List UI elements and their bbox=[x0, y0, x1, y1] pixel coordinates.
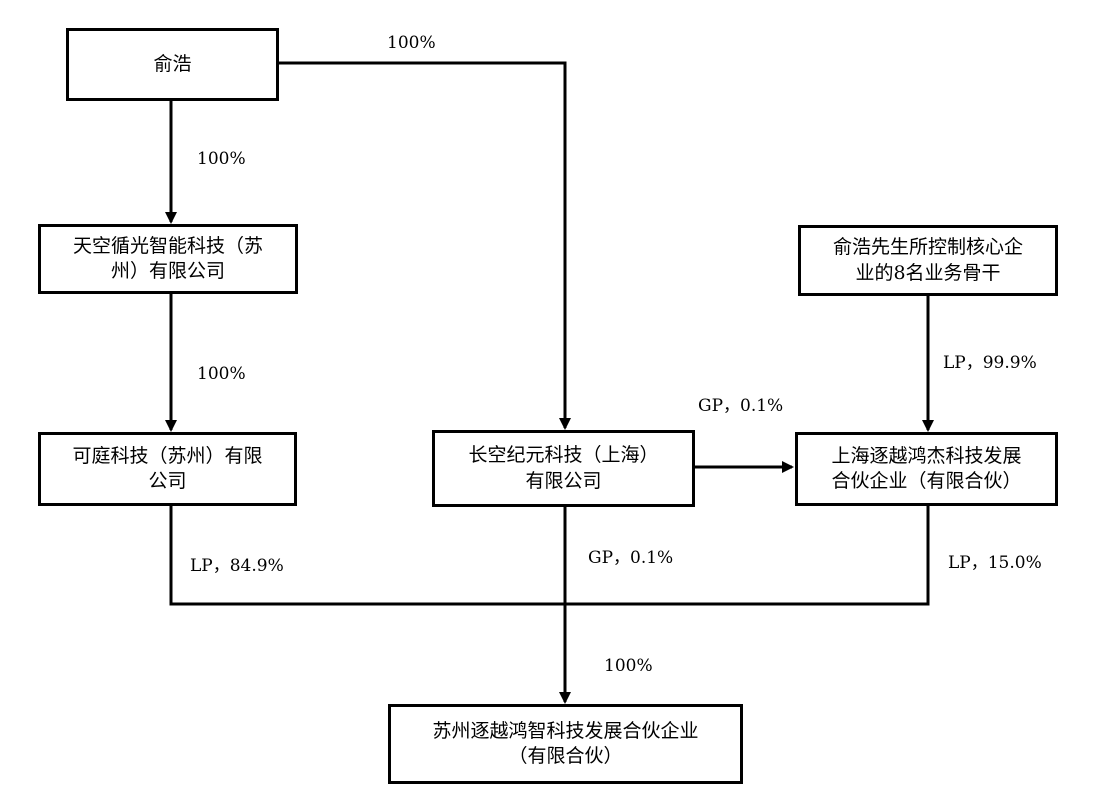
node-shanghai-zhuyue-label: 上海逐越鸿杰科技发展 合伙企业（有限合伙） bbox=[831, 444, 1022, 492]
edge-label-changkong-to-shanghai: GP，0.1% bbox=[698, 396, 784, 416]
node-yu-hao: 俞浩 bbox=[66, 28, 279, 101]
node-keting-label: 可庭科技（苏州）有限 公司 bbox=[72, 444, 263, 492]
edge-label-tiankong-to-keting: 100% bbox=[197, 364, 246, 384]
edge-label-yu-hao-to-changkong: 100% bbox=[387, 33, 436, 53]
node-changkong: 长空纪元科技（上海） 有限公司 bbox=[432, 430, 695, 507]
edge-label-staff-to-shanghai: LP，99.9% bbox=[943, 353, 1037, 373]
edge-shanghai-to-merge bbox=[565, 506, 930, 606]
node-suzhou-zhuyue: 苏州逐越鸿智科技发展合伙企业 （有限合伙） bbox=[388, 704, 743, 784]
node-shanghai-zhuyue: 上海逐越鸿杰科技发展 合伙企业（有限合伙） bbox=[795, 432, 1058, 506]
edge-label-yu-hao-to-tiankong: 100% bbox=[197, 149, 246, 169]
edge-label-keting-to-suzhou: LP，84.9% bbox=[190, 556, 284, 576]
node-suzhou-zhuyue-label: 苏州逐越鸿智科技发展合伙企业 （有限合伙） bbox=[432, 719, 699, 767]
edge-label-shanghai-to-suzhou: LP，15.0% bbox=[948, 553, 1042, 573]
edge-keting-to-merge bbox=[169, 506, 565, 606]
edge-label-total-to-suzhou: 100% bbox=[604, 656, 653, 676]
node-tiankong-label: 天空循光智能科技（苏 州）有限公司 bbox=[72, 234, 263, 282]
edge-label-changkong-to-suzhou: GP，0.1% bbox=[588, 548, 674, 568]
node-eight-staff: 俞浩先生所控制核心企 业的8名业务骨干 bbox=[798, 225, 1058, 296]
node-keting: 可庭科技（苏州）有限 公司 bbox=[38, 432, 297, 506]
node-tiankong: 天空循光智能科技（苏 州）有限公司 bbox=[38, 224, 298, 294]
edge-yu-hao-to-changkong bbox=[277, 61, 571, 430]
node-eight-staff-label: 俞浩先生所控制核心企 业的8名业务骨干 bbox=[832, 236, 1023, 284]
node-yu-hao-label: 俞浩 bbox=[153, 52, 192, 75]
node-changkong-label: 长空纪元科技（上海） 有限公司 bbox=[468, 444, 659, 492]
